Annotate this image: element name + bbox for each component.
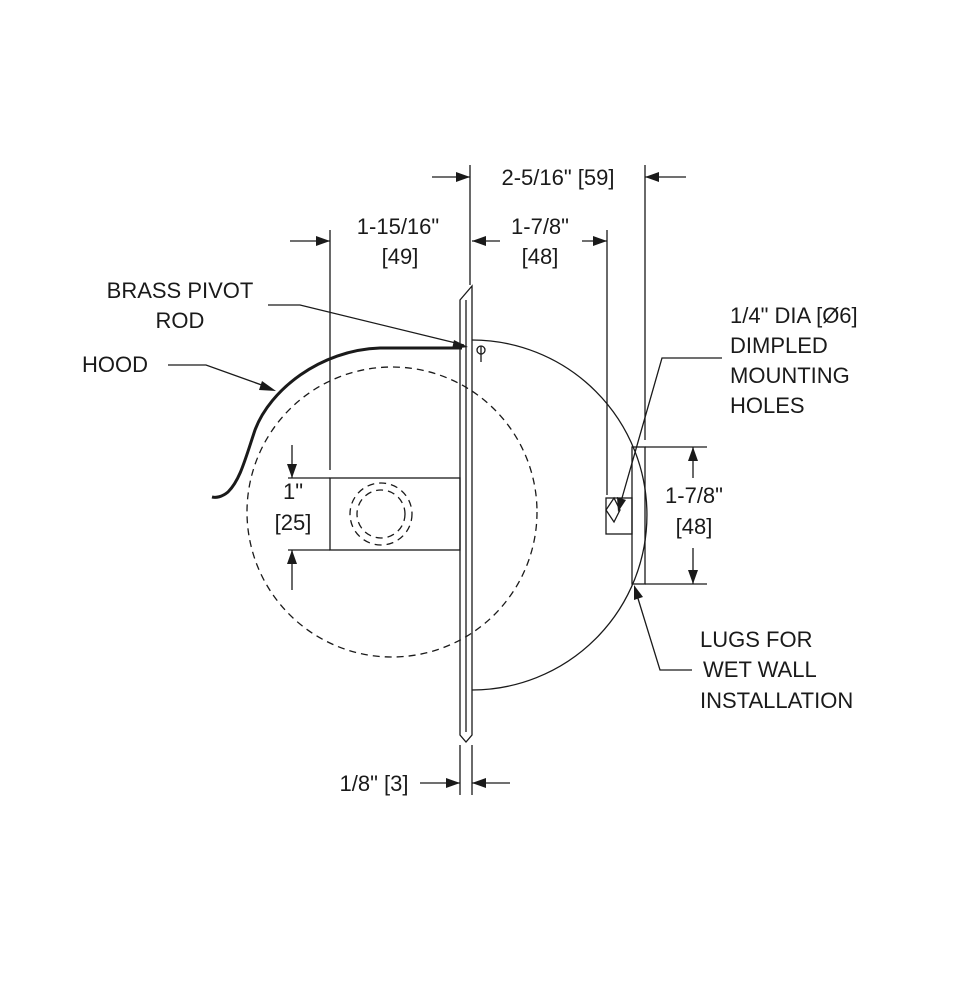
arrow: [316, 236, 330, 246]
arrow: [688, 447, 698, 461]
dim-core-height-in: 1": [283, 479, 303, 504]
arrow: [634, 585, 643, 600]
leader-holes: [619, 357, 722, 506]
leader-hood: [168, 364, 271, 389]
core-circle-inner: [356, 489, 406, 539]
arrow: [593, 236, 607, 246]
dim-hood-offset-in: 1-15/16": [357, 214, 439, 239]
callout-holes-line1: 1/4" DIA [Ø6]: [730, 303, 858, 328]
dim-roll-depth-in: 1-7/8": [511, 214, 569, 239]
arrow: [472, 778, 486, 788]
arrow: [287, 464, 297, 478]
callout-pivot-line1: BRASS PIVOT: [107, 278, 254, 303]
arrow: [446, 778, 460, 788]
callout-lugs-line3: INSTALLATION: [700, 688, 853, 713]
arrow: [645, 172, 659, 182]
callout-holes-line2: DIMPLED: [730, 333, 828, 358]
lug: [631, 446, 646, 585]
callout-lugs-line1: LUGS FOR: [700, 627, 812, 652]
arrow: [617, 497, 626, 512]
dim-plate-thickness: 1/8" [3]: [340, 771, 409, 796]
mounting-plate: [459, 284, 473, 743]
core-circle-outer: [349, 482, 413, 546]
dim-overall-depth: 2-5/16" [59]: [502, 165, 615, 190]
callout-lugs-line2: WET WALL: [703, 657, 817, 682]
arrow: [259, 381, 276, 391]
callout-holes-line3: MOUNTING: [730, 363, 850, 388]
dim-lug-height-mm: [48]: [676, 514, 713, 539]
callout-pivot-line2: ROD: [156, 308, 205, 333]
dim-roll-depth-mm: [48]: [522, 244, 559, 269]
leader-pivot: [268, 304, 465, 346]
callout-holes-line4: HOLES: [730, 393, 805, 418]
arrow: [472, 236, 486, 246]
arrow: [688, 570, 698, 584]
hood-arc: [211, 346, 462, 499]
roll-outline-circle: [471, 339, 648, 691]
callout-hood: HOOD: [82, 352, 148, 377]
arrow: [287, 550, 297, 564]
arrow: [452, 340, 468, 349]
arrow: [456, 172, 470, 182]
roll-dashed-circle: [246, 366, 538, 658]
dim-lug-height-in: 1-7/8": [665, 483, 723, 508]
dim-hood-offset-mm: [49]: [382, 244, 419, 269]
dimple-hole: [605, 496, 621, 524]
dim-core-height-mm: [25]: [275, 510, 312, 535]
leader-lugs: [635, 591, 692, 671]
